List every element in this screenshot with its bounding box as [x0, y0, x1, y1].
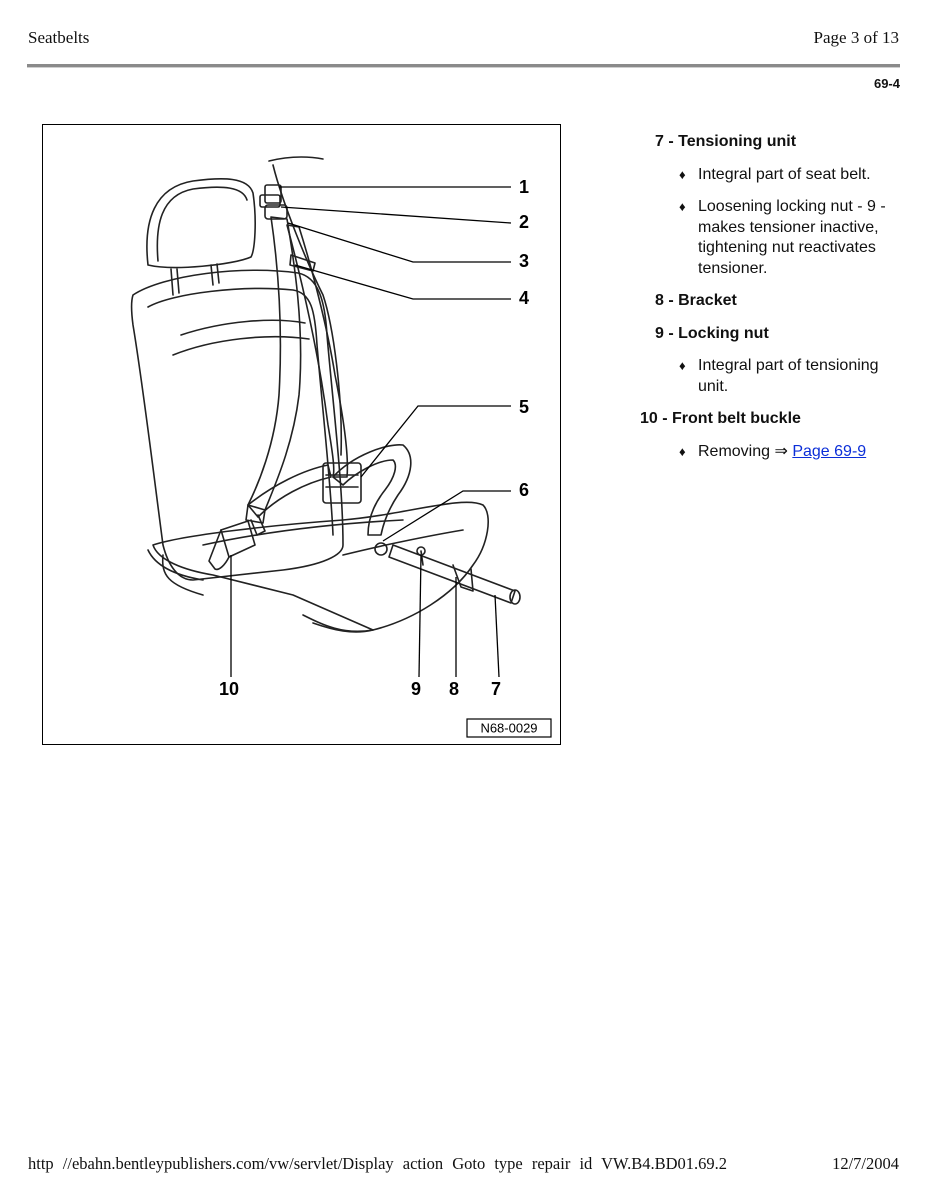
callout-3: 3: [519, 251, 529, 271]
diamond-bullet-icon: ♦: [679, 358, 686, 373]
header-divider: [27, 64, 900, 67]
callout-1: 1: [519, 177, 529, 197]
diamond-bullet-icon: ♦: [679, 443, 686, 459]
legend-item-7-bullet-1: ♦ Integral part of seat belt.: [640, 165, 900, 186]
seatbelt-illustration: 1 2 3 4 5 6 10 9 8 7 N68-0029: [130, 156, 552, 738]
footer-date: 12/7/2004: [832, 1154, 899, 1173]
tensioner-housing: [322, 462, 362, 504]
legend-item-8-title: 8 - Bracket: [655, 292, 737, 309]
bullet-text: Loosening locking nut - 9 - makes tensio…: [698, 198, 886, 277]
figure-id: N68-0029: [480, 720, 537, 735]
legend-item-10-bullet-1: ♦ Removing ⇒ Page 69-9: [640, 442, 900, 463]
page-header-title: Seatbelts: [28, 28, 90, 47]
locking-nut: [374, 542, 388, 556]
seatbelt-diagram: 1 2 3 4 5 6 10 9 8 7 N68-0029: [42, 124, 561, 745]
legend-item-7-bullet-2: ♦ Loosening locking nut - 9 - makes tens…: [640, 197, 900, 279]
callout-5: 5: [519, 397, 529, 417]
shoulder-belt: [247, 216, 302, 511]
header-divider-shadow: [27, 67, 900, 68]
bullet-text: Integral part of tensioning unit.: [698, 357, 879, 395]
callout-7: 7: [491, 679, 501, 699]
callout-6: 6: [519, 480, 529, 500]
callout-4: 4: [519, 288, 529, 308]
legend-item-10-title: 10 - Front belt buckle: [640, 410, 801, 427]
seat-cushion: [152, 501, 489, 631]
page-number: Page 3 of 13: [813, 28, 899, 47]
retractor: [264, 184, 282, 204]
headrest: [146, 177, 256, 269]
diamond-bullet-icon: ♦: [679, 199, 686, 214]
legend: 7 - Tensioning unit ♦ Integral part of s…: [640, 132, 900, 474]
legend-item-9-title: 9 - Locking nut: [655, 324, 769, 342]
legend-item-7-title: 7 - Tensioning unit: [655, 133, 797, 150]
front-belt-buckle: [220, 520, 256, 558]
callout-8: 8: [449, 679, 459, 699]
callout-10: 10: [219, 679, 239, 699]
diamond-bullet-icon: ♦: [679, 166, 686, 182]
page-69-9-link[interactable]: Page 69-9: [792, 442, 867, 460]
seat-backrest: [130, 269, 344, 581]
legend-item-9-bullet-1: ♦ Integral part of tensioning unit.: [640, 356, 900, 397]
bullet-text: Removing ⇒: [698, 442, 793, 460]
bullet-text: Integral part of seat belt.: [698, 165, 871, 183]
tensioning-tube: [388, 544, 516, 604]
callout-9: 9: [411, 679, 421, 699]
lap-belt: [247, 464, 332, 518]
section-number: 69-4: [873, 76, 900, 91]
footer-url: http //ebahn.bentleypublishers.com/vw/se…: [28, 1154, 728, 1173]
callout-2: 2: [519, 212, 529, 232]
